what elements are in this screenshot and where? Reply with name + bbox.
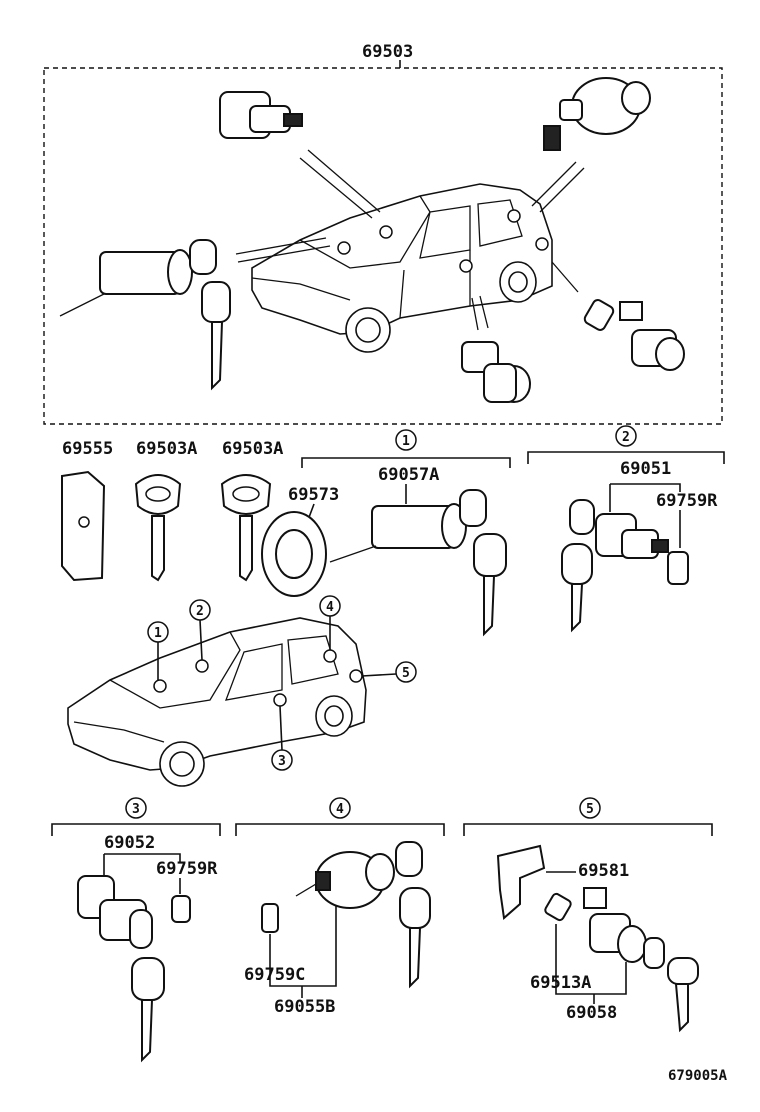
- svg-text:1: 1: [402, 434, 410, 449]
- part-label-69759R-front: 69759R: [656, 491, 718, 511]
- key-69503A-left: [134, 474, 182, 582]
- bottom-row: 3 69052 69759R 4 69759C: [51, 797, 713, 1063]
- front-door-lock-69051: [561, 499, 689, 633]
- car-callout-5: 5: [402, 666, 410, 681]
- cover-plate-69581: [496, 844, 546, 920]
- part-label-69055B: 69055B: [274, 997, 335, 1017]
- car-callout-3: 3: [278, 754, 286, 769]
- part-label-69581: 69581: [578, 861, 629, 881]
- part-label-69513A: 69513A: [530, 973, 591, 993]
- assembly-group: 69503: [43, 42, 723, 425]
- ignition-cylinder-top: [59, 239, 231, 391]
- figure-code: 679005A: [668, 1068, 728, 1084]
- door-lock-top: [219, 91, 303, 139]
- part-label-69057A: 69057A: [378, 465, 439, 485]
- key-69503A-right: [220, 474, 272, 582]
- callout-car: 1 2 3 4 5: [67, 595, 417, 787]
- car-callout-1: 1: [154, 626, 162, 641]
- hatch-cylinder-69058: [583, 887, 699, 1033]
- ignition-cylinder-69057A: [329, 489, 507, 637]
- svg-text:2: 2: [622, 430, 630, 445]
- car-callout-2: 2: [196, 604, 204, 619]
- back-door-cylinder-69055B: [261, 841, 431, 989]
- part-label-69759C: 69759C: [244, 965, 305, 985]
- group-4-callout: 4: [336, 802, 344, 817]
- car-callout-4: 4: [326, 600, 334, 615]
- callout-2-header: 2: [527, 425, 725, 464]
- group-5-callout: 5: [586, 802, 594, 817]
- car-illustration-top: [235, 149, 585, 353]
- part-label-69759R-rear: 69759R: [156, 859, 218, 879]
- part-label-69555: 69555: [62, 439, 113, 459]
- ring-69573: [261, 511, 327, 597]
- back-door-lock-top: [543, 77, 651, 151]
- part-label-69573: 69573: [288, 485, 339, 505]
- pad-69513A: [544, 892, 572, 922]
- part-label-69503A-right: 69503A: [222, 439, 283, 459]
- part-label-69503: 69503: [362, 42, 413, 62]
- assembly-dashed-frame: [43, 67, 723, 425]
- hatch-lock-top: [583, 299, 685, 371]
- group-3-callout: 3: [132, 802, 140, 817]
- rear-door-lock-top: [461, 341, 531, 403]
- middle-row: 69555 69503A 69503A 1 69573: [61, 425, 725, 637]
- part-label-69052: 69052: [104, 833, 155, 853]
- part-label-69051: 69051: [620, 459, 671, 479]
- part-label-69058: 69058: [566, 1003, 617, 1023]
- part-label-69503A-left: 69503A: [136, 439, 197, 459]
- callout-1-header: 1: [301, 429, 511, 468]
- rear-door-lock-69052: [77, 875, 191, 1063]
